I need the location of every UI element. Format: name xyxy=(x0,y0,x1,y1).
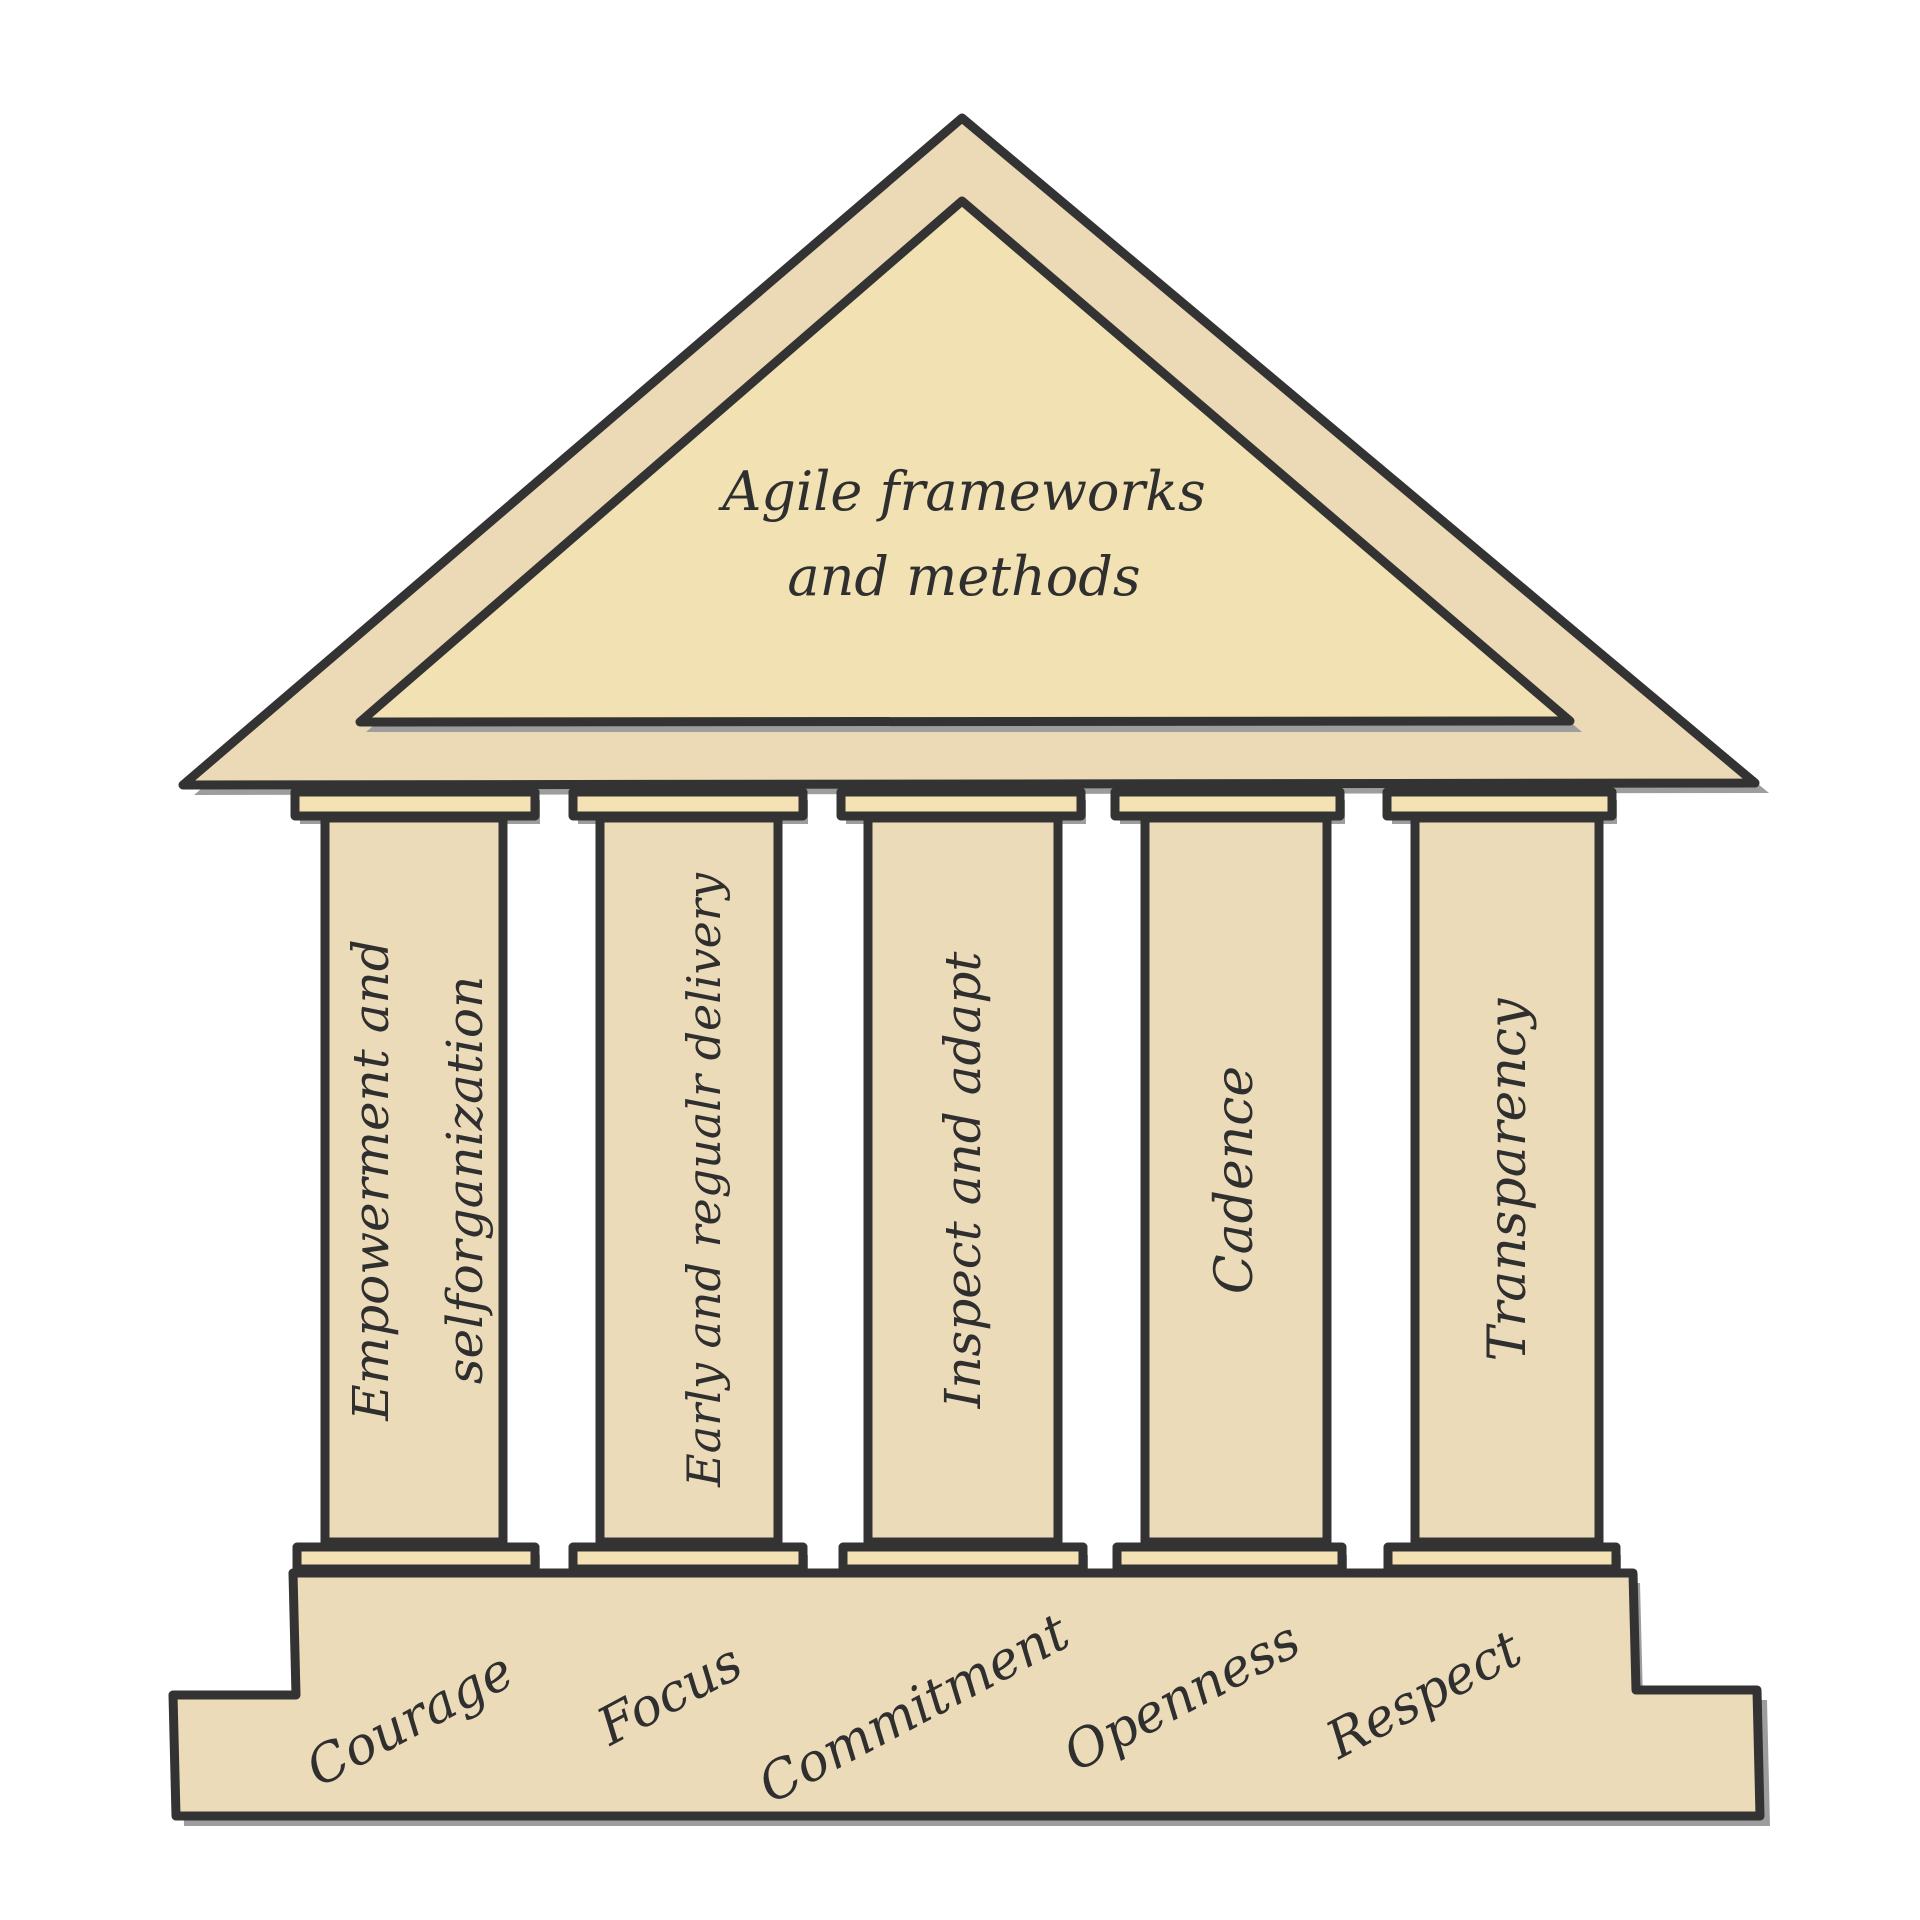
pillar-2-base xyxy=(573,1547,803,1569)
foundation: Courage Focus Commitment Openness Respec… xyxy=(173,1573,1770,1826)
pillar-3: Inspect and adapt xyxy=(868,818,1058,1542)
roof: Agile frameworks and methods xyxy=(183,118,1769,795)
pillar-1-capital xyxy=(295,792,535,816)
pillar-1: Empowerment and selforganization xyxy=(325,818,503,1542)
pillar-5-base xyxy=(1388,1547,1616,1569)
pillar-2-capital xyxy=(573,792,803,816)
pillar-5: Transparency xyxy=(1415,818,1599,1542)
roof-title-line1: Agile frameworks xyxy=(717,460,1205,523)
pillar-5-capital xyxy=(1387,792,1612,816)
pillar-3-capital xyxy=(841,792,1081,816)
pillar-4: Cadence xyxy=(1145,818,1327,1542)
pillar-1-label-line1: Empowerment and xyxy=(342,939,400,1422)
pillar-3-base xyxy=(843,1547,1083,1569)
pillar-2-label: Early and regualr delivery xyxy=(677,872,731,1488)
pillar-4-capital xyxy=(1115,792,1340,816)
pillar-1-base xyxy=(297,1547,535,1569)
pillars: Empowerment and selforganization Early a… xyxy=(325,818,1599,1542)
pillar-4-base xyxy=(1117,1547,1342,1569)
pillar-3-label: Inspect and adapt xyxy=(934,951,992,1410)
pillar-2: Early and regualr delivery xyxy=(600,818,778,1542)
pillar-4-label: Cadence xyxy=(1205,1066,1265,1294)
pillar-5-label: Transparency xyxy=(1478,998,1538,1361)
roof-title-line2: and methods xyxy=(787,545,1140,608)
pillar-1-label-line2: selforganization xyxy=(436,976,494,1384)
